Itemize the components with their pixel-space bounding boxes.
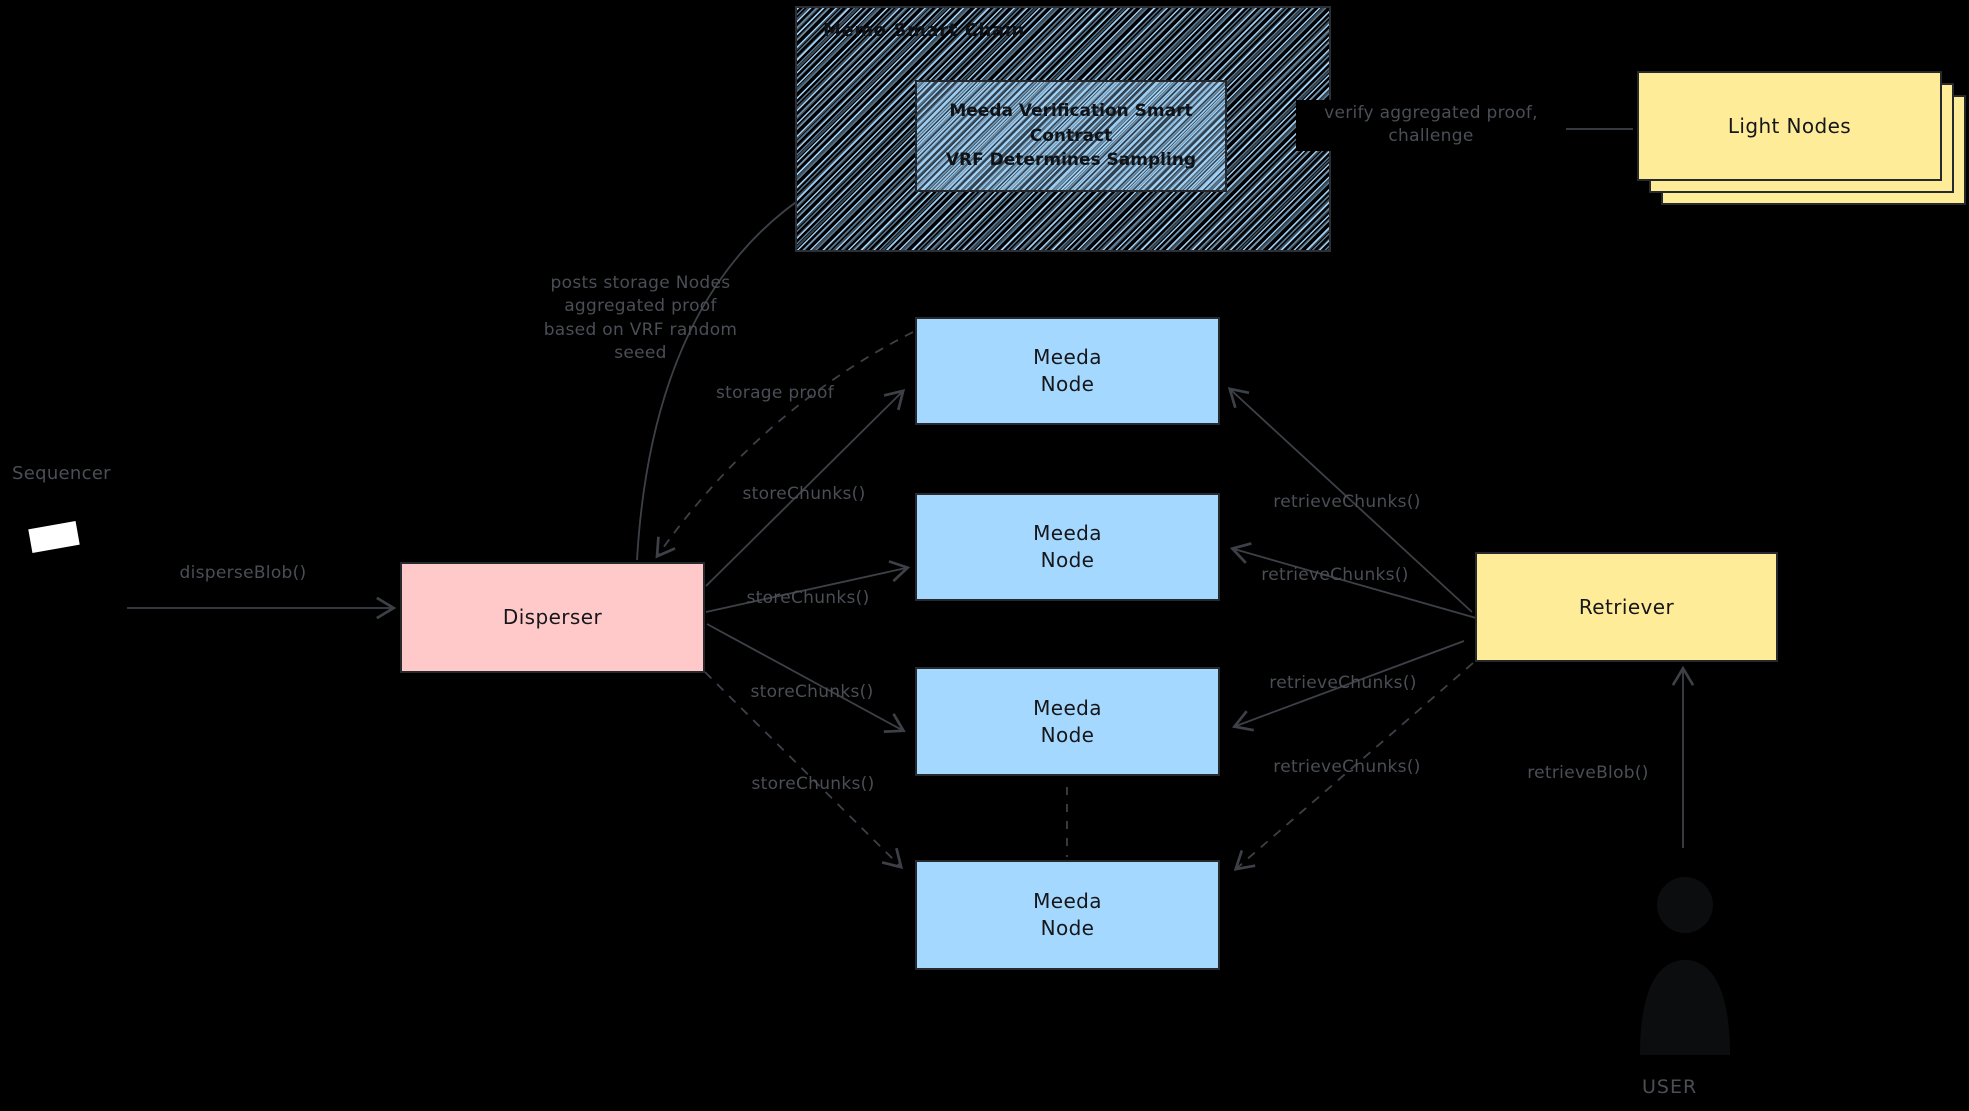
- meeda-node-label: Meeda Node: [1033, 695, 1102, 747]
- light-nodes-label: Light Nodes: [1727, 113, 1852, 138]
- disperse-blob-label: disperseBlob(): [179, 563, 307, 583]
- arrow-retrieve-chunks-1: [1227, 387, 1473, 613]
- arrow-retrieve-chunks-4-dashed: [1233, 662, 1474, 871]
- user-label: USER: [1642, 1076, 1698, 1098]
- store-chunks-label-2: storeChunks(): [746, 588, 870, 608]
- arrow-store-chunks-2: [705, 560, 911, 613]
- meeda-node-box-4: Meeda Node: [915, 860, 1220, 970]
- light-nodes-box: Light Nodes: [1637, 71, 1942, 181]
- retrieve-chunks-label-4: retrieveChunks(): [1273, 757, 1421, 777]
- store-chunks-label-1: storeChunks(): [742, 484, 866, 504]
- sequencer-label: Sequencer: [12, 463, 111, 484]
- retrieve-chunks-label-1: retrieveChunks(): [1273, 492, 1421, 512]
- meeda-node-box-1: Meeda Node: [915, 317, 1220, 425]
- retrieve-chunks-label-3: retrieveChunks(): [1269, 673, 1417, 693]
- arrow-store-chunks-4-dashed: [704, 671, 904, 870]
- store-chunks-label-3: storeChunks(): [750, 682, 874, 702]
- user-icon: [1640, 877, 1730, 1055]
- meeda-node-label: Meeda Node: [1033, 345, 1102, 396]
- retriever-label: Retriever: [1578, 594, 1675, 619]
- verify-proof-label: verify aggregated proof, challenge: [1296, 100, 1566, 151]
- meeda-node-box-3: Meeda Node: [915, 667, 1220, 776]
- retriever-box: Retriever: [1475, 552, 1778, 662]
- storage-proof-label: storage proof: [715, 383, 835, 403]
- verification-contract-box: Meeda Verification Smart Contract VRF De…: [915, 80, 1227, 192]
- retrieve-chunks-label-2: retrieveChunks(): [1261, 565, 1409, 585]
- arrow-storage-proof-dashed: [655, 331, 914, 559]
- arrow-retrieve-chunks-3: [1231, 640, 1465, 732]
- retrieve-blob-label: retrieveBlob(): [1527, 763, 1649, 783]
- chain-title: Memo Smart Chain: [823, 20, 1025, 41]
- verification-contract-label: Meeda Verification Smart Contract VRF De…: [945, 101, 1197, 171]
- posts-proof-label: posts storage Nodes aggregated proof bas…: [543, 273, 738, 364]
- memo-smart-chain-box: Memo Smart Chain Meeda Verification Smar…: [795, 6, 1331, 252]
- meeda-node-label: Meeda Node: [1033, 889, 1102, 940]
- store-chunks-label-4: storeChunks(): [751, 774, 875, 794]
- meeda-node-label: Meeda Node: [1033, 521, 1102, 572]
- meeda-node-box-2: Meeda Node: [915, 493, 1220, 601]
- arrow-store-chunks-3: [706, 623, 906, 733]
- arrow-retrieve-chunks-2: [1229, 542, 1477, 619]
- disperser-label: Disperser: [502, 605, 603, 629]
- disperser-box: Disperser: [400, 562, 705, 673]
- arrow-store-chunks-1: [705, 388, 906, 587]
